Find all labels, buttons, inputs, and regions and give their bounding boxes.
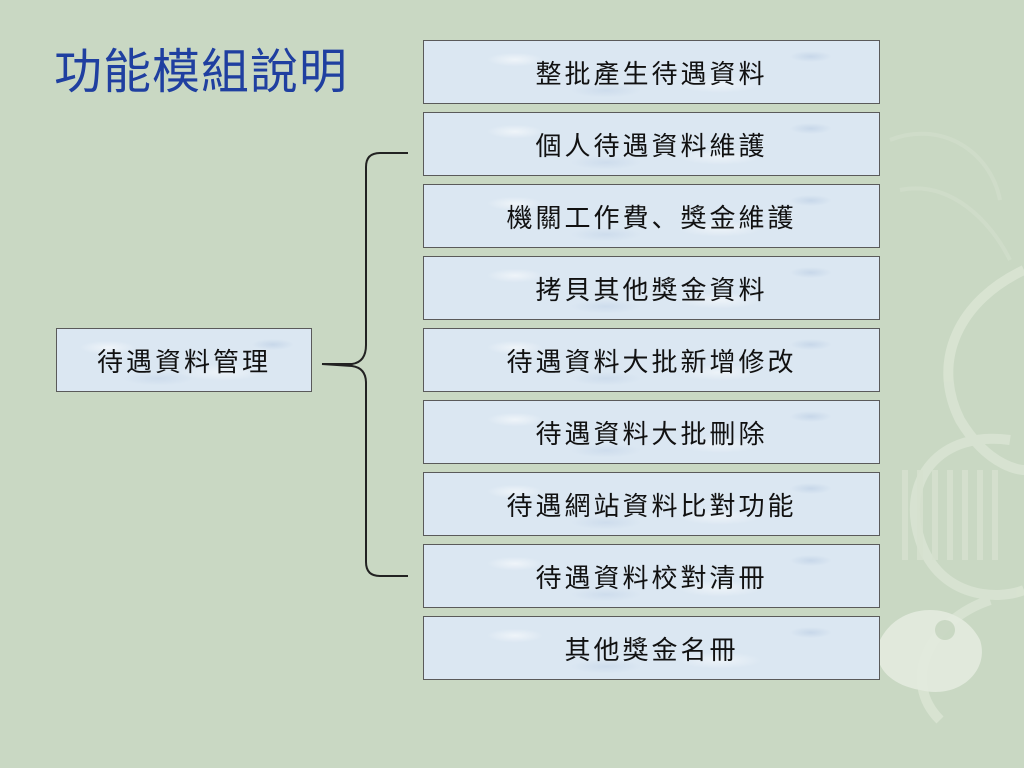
item-proofread-register: 待遇資料校對清冊 [423, 544, 880, 608]
item-batch-generate: 整批產生待遇資料 [423, 40, 880, 104]
item-agency-bonus-maintain: 機關工作費、獎金維護 [423, 184, 880, 248]
item-copy-other-bonus: 拷貝其他獎金資料 [423, 256, 880, 320]
item-other-bonus-register: 其他獎金名冊 [423, 616, 880, 680]
item-batch-delete: 待遇資料大批刪除 [423, 400, 880, 464]
root-box-salary-data-management: 待遇資料管理 [56, 328, 312, 392]
item-batch-add-modify: 待遇資料大批新增修改 [423, 328, 880, 392]
slide-title: 功能模組說明 [54, 44, 349, 100]
item-personal-maintain: 個人待遇資料維護 [423, 112, 880, 176]
item-web-data-compare: 待遇網站資料比對功能 [423, 472, 880, 536]
